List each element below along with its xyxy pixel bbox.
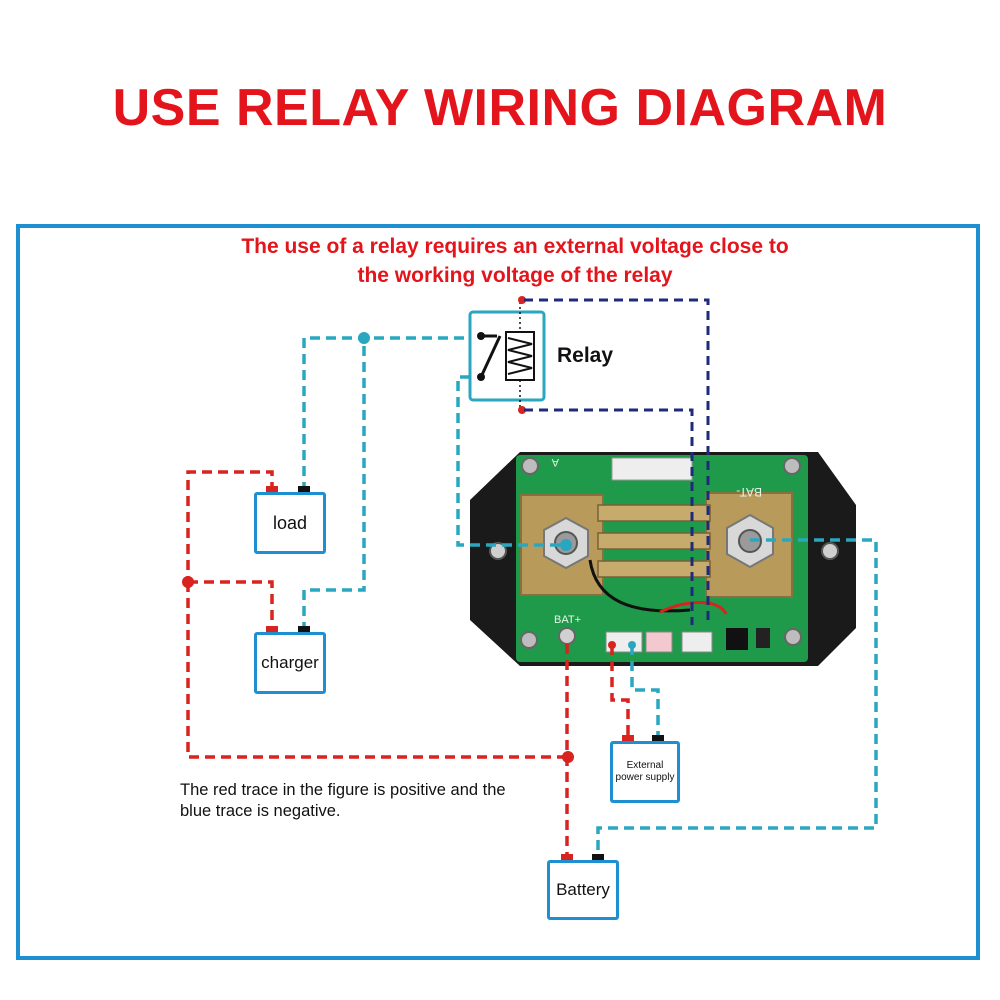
battery-label: Battery (556, 880, 610, 899)
neg-shunt-node (560, 539, 572, 551)
pcb-transistor (726, 628, 748, 650)
neg-relay-to-shunt (456, 375, 566, 547)
external-power-supply-box: External power supply (610, 741, 680, 803)
relay-coil-winding (507, 337, 533, 375)
trace-legend-line1: The red trace in the figure is positive … (180, 781, 506, 799)
meter-module: BAT- BAT+ A (470, 452, 856, 666)
charger-terminal-pos (266, 626, 278, 634)
external-power-label-line1: External (626, 760, 664, 771)
relay-voltage-note-line1: The use of a relay requires an external … (241, 235, 789, 258)
relay-switch-arm (479, 335, 502, 378)
pcb-terminal-sense (645, 631, 673, 653)
neg-ext-node (628, 641, 636, 649)
sense-wire-black (588, 559, 691, 613)
pcb-screw-br (784, 628, 802, 646)
positive-traces (186, 470, 630, 860)
pos-ext-node (608, 641, 616, 649)
neg-shunt-to-battery (596, 538, 878, 860)
neg-junction-top (358, 332, 370, 344)
bat-plus-post (558, 627, 576, 645)
pcb-screw-tl (521, 457, 539, 475)
pos-charger-branch (188, 580, 274, 632)
relay-control-traces (524, 298, 710, 625)
load-terminal-neg (298, 486, 310, 494)
pcb-screw-tr (783, 457, 801, 475)
charger-label: charger (261, 653, 319, 672)
mount-hole-left (489, 542, 507, 560)
charger-box: charger (254, 632, 326, 694)
relay-label: Relay (557, 344, 614, 367)
load-box: load (254, 492, 326, 554)
pos-junction-bus (562, 751, 574, 763)
silk-corner-mark: A (551, 456, 559, 468)
shunt-bar-3 (597, 560, 711, 578)
relay-voltage-note: The use of a relay requires an external … (150, 232, 880, 290)
silk-bat-plus: BAT+ (554, 614, 581, 626)
pos-load-loop (186, 470, 274, 582)
ext-terminal-pos (622, 735, 634, 743)
load-label: load (272, 512, 308, 533)
relay-control-wire-1 (524, 298, 710, 625)
page-title: USE RELAY WIRING DIAGRAM (112, 79, 888, 137)
battery-terminal-neg (592, 854, 604, 862)
neg-ext-supply (630, 645, 660, 741)
battery-terminal-pos (561, 854, 573, 862)
mount-hole-right (821, 542, 839, 560)
diagram-frame (16, 224, 980, 960)
charger-terminal-neg (298, 626, 310, 634)
shunt-bar-1 (597, 504, 711, 522)
pcb-connector-top (611, 457, 693, 481)
relay-coil-node-top (518, 296, 526, 304)
relay-coil-node-bottom (518, 406, 526, 414)
neg-load-to-relay (302, 336, 470, 492)
trace-legend-note: The red trace in the figure is positive … (180, 780, 580, 822)
load-terminal-pos (266, 486, 278, 494)
negative-traces (302, 336, 878, 860)
silk-bat-minus: BAT- (736, 485, 762, 499)
relay-symbol (468, 296, 546, 414)
sense-wire-red (659, 600, 728, 615)
pcb-terminal-relay (681, 631, 713, 653)
pos-junction-left (182, 576, 194, 588)
ext-terminal-neg (652, 735, 664, 743)
external-power-label-line2: power supply (615, 772, 675, 783)
shunt-bar-2 (597, 532, 711, 550)
pcb-smd-chip (756, 628, 770, 648)
battery-box: Battery (547, 860, 619, 920)
relay-control-wire-2 (524, 408, 694, 625)
pcb-screw-bl (520, 631, 538, 649)
trace-legend-line2: blue trace is negative. (180, 802, 341, 820)
relay-voltage-note-line2: the working voltage of the relay (357, 264, 673, 287)
neg-charger-to-relay (302, 338, 366, 632)
